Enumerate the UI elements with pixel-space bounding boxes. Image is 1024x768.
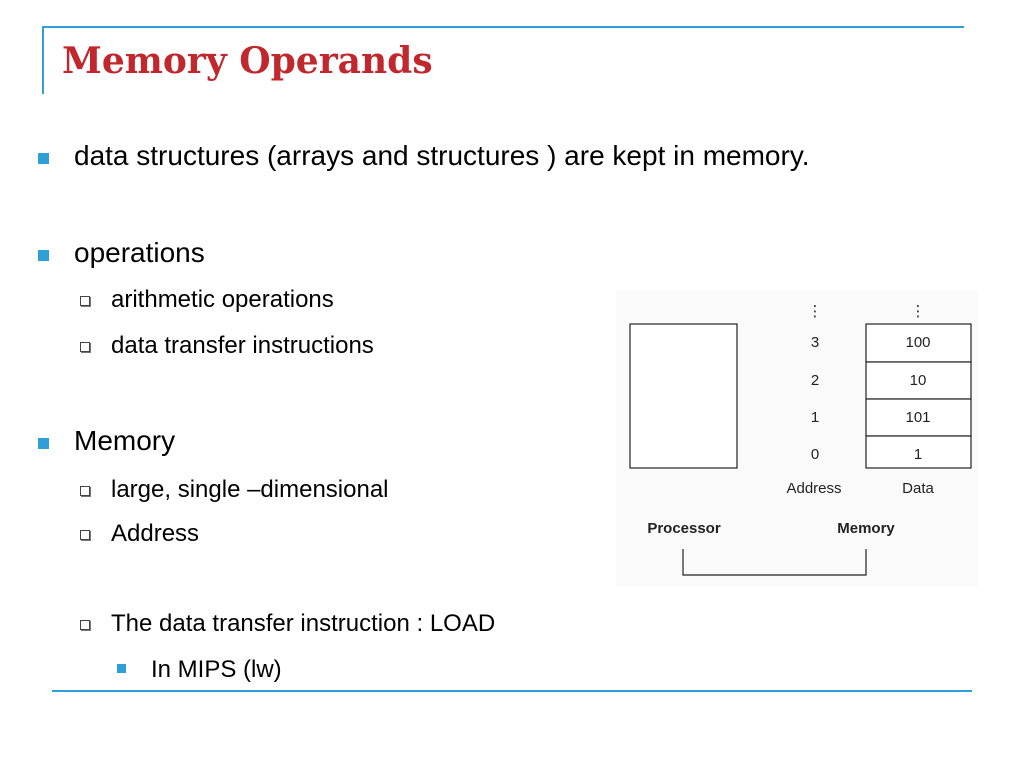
address-value: 2 — [811, 372, 819, 389]
data-value: 10 — [910, 372, 927, 389]
title-rule-left — [42, 26, 44, 94]
data-value: 1 — [914, 446, 922, 463]
hollow-square-bullet-icon — [80, 486, 90, 496]
bullet-square-icon — [38, 250, 49, 261]
bullet-square-icon — [38, 438, 49, 449]
bullet-text: data structures (arrays and structures )… — [74, 140, 810, 171]
bullet-square-icon — [117, 664, 126, 673]
data-value: 100 — [905, 334, 930, 351]
hollow-square-bullet-icon — [80, 620, 90, 630]
memory-diagram: ⋮ ⋮ 3 2 1 0 100 10 101 1 Address Data Pr… — [616, 290, 978, 586]
sub-sub-bullet-text: In MIPS (lw) — [151, 656, 282, 683]
hollow-square-bullet-icon — [80, 342, 90, 352]
data-ellipsis: ⋮ — [911, 303, 926, 320]
sub-bullet-text: arithmetic operations — [111, 286, 334, 313]
data-value: 101 — [905, 409, 930, 426]
memory-label: Memory — [837, 520, 895, 537]
sub-bullet-text: large, single –dimensional — [111, 476, 389, 503]
title-rule-top — [42, 26, 964, 28]
sub-bullet-text: Address — [111, 520, 200, 547]
hollow-square-bullet-icon — [80, 296, 90, 306]
footer-rule — [52, 690, 972, 692]
address-header: Address — [786, 480, 841, 497]
memory-cell — [865, 435, 972, 469]
memory-cell — [865, 323, 972, 363]
bus-connector — [682, 549, 867, 576]
sub-bullet-text: The data transfer instruction : LOAD — [111, 610, 496, 637]
processor-label: Processor — [647, 520, 721, 537]
address-value: 0 — [811, 446, 819, 463]
address-value: 3 — [811, 334, 819, 351]
bullet-square-icon — [38, 153, 49, 164]
data-header: Data — [902, 480, 934, 497]
bullet-text: Memory — [74, 425, 176, 456]
address-ellipsis: ⋮ — [808, 303, 823, 320]
bullet-text: operations — [74, 237, 205, 268]
slide-title: Memory Operands — [62, 40, 433, 82]
hollow-square-bullet-icon — [80, 530, 90, 540]
sub-bullet-text: data transfer instructions — [111, 332, 374, 359]
address-value: 1 — [811, 409, 819, 426]
memory-cell — [865, 361, 972, 400]
processor-box — [629, 323, 738, 469]
